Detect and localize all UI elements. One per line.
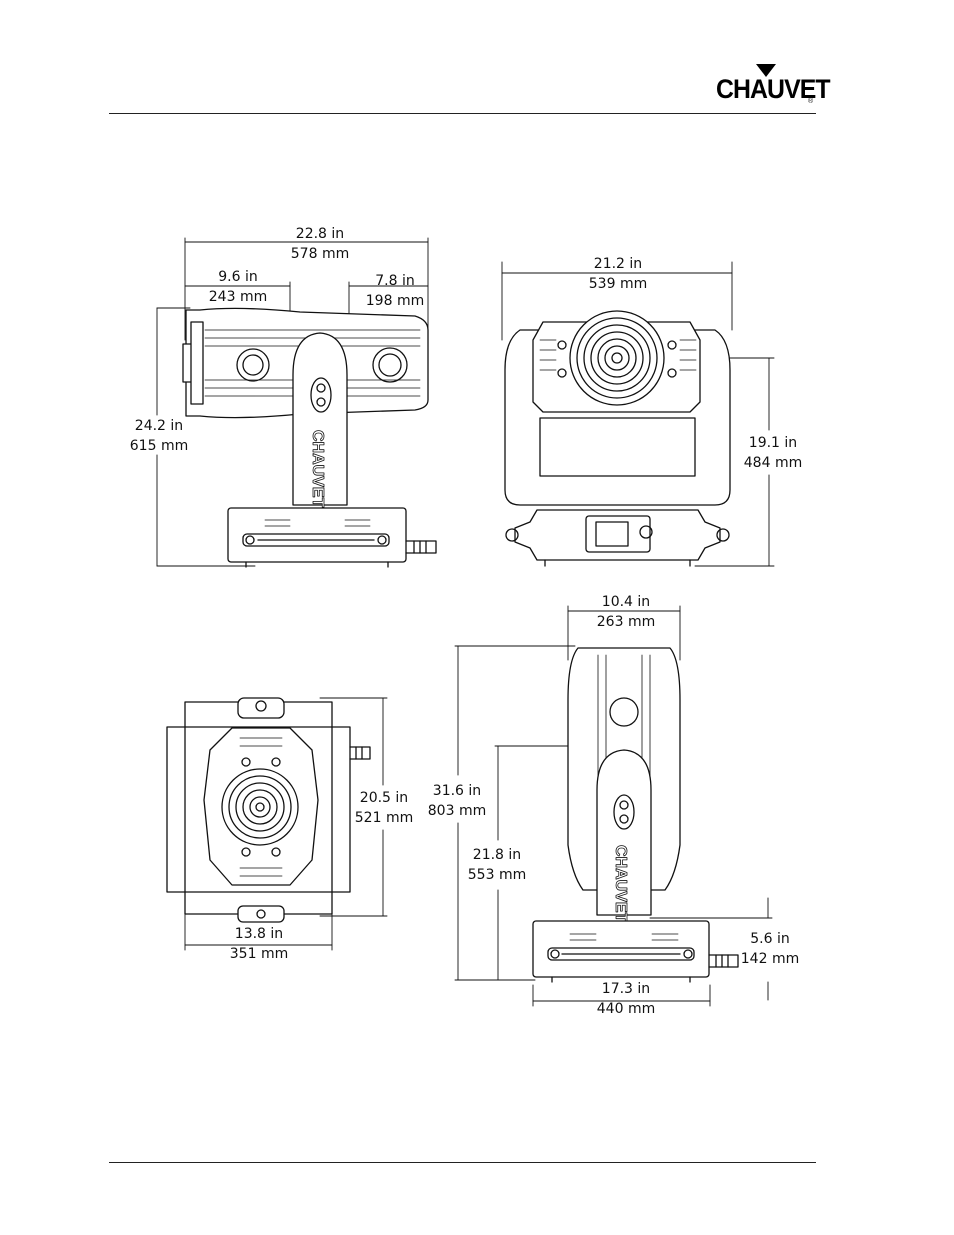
upright-view-fixture: CHAUVET: [454, 605, 773, 1007]
logo-text: CHAUVET: [716, 74, 831, 104]
side-view-fixture: CHAUVET: [156, 237, 437, 568]
logo-registered-mark: ®: [808, 98, 814, 105]
yoke-logo-upright: CHAUVET: [612, 845, 629, 923]
top-view-fixture: [166, 697, 388, 951]
chauvet-logo: CHAUVET ®: [716, 64, 831, 112]
front-view-fixture: [501, 261, 775, 567]
yoke-logo-side: CHAUVET: [309, 430, 326, 508]
footer-rule: [109, 1162, 816, 1163]
header-rule: [109, 113, 816, 114]
logo-triangle-icon: [756, 64, 776, 77]
